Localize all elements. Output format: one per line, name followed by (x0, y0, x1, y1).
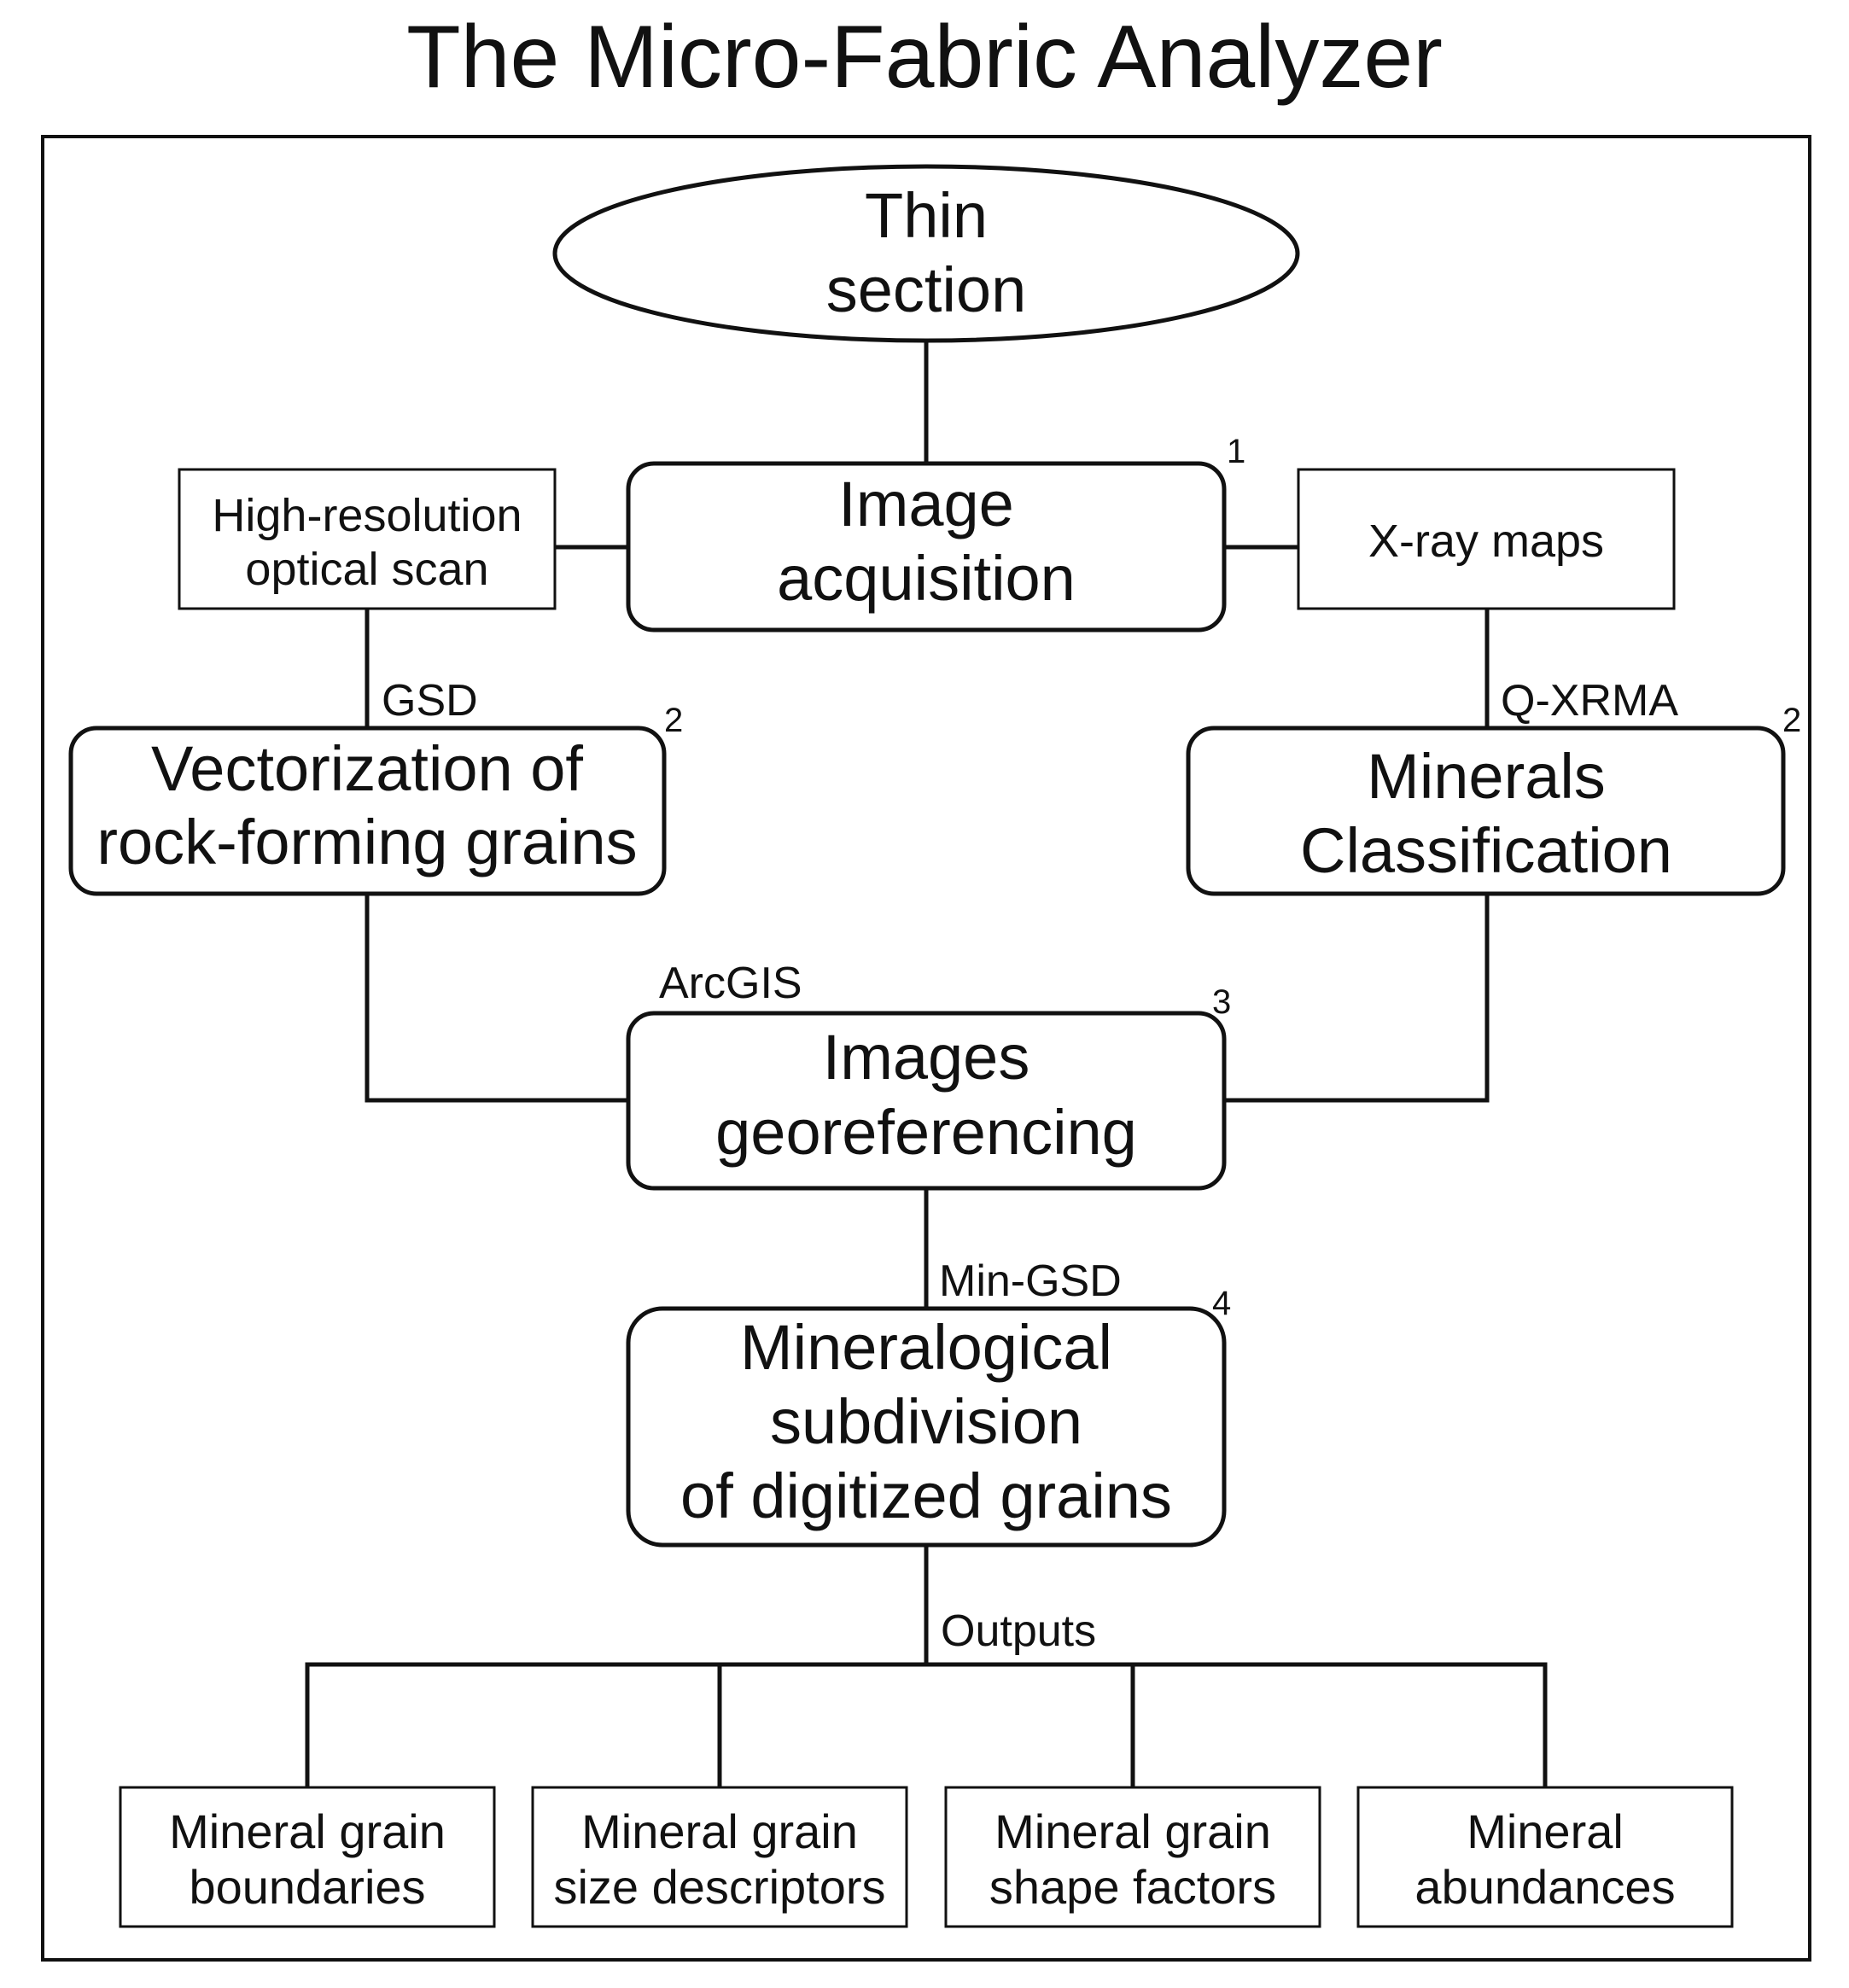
step-number-4: 4 (1212, 1285, 1231, 1322)
step-number-1: 1 (1227, 433, 1245, 470)
node-output-shape-factors-shape (944, 1786, 1321, 1928)
node-output-mineral-abundances-shape (1356, 1786, 1734, 1928)
node-optical-scan-shape (178, 468, 557, 610)
node-minerals-classification-line-2: Classification (1300, 815, 1672, 886)
node-output-size-descriptors: Mineral grain size descriptors (531, 1786, 908, 1928)
connector-vectorization-to-georeferencing (365, 891, 631, 1103)
node-output-shape-factors-line-2: shape factors (989, 1860, 1276, 1914)
node-vectorization: Vectorization of rock-forming grains 2 (68, 702, 683, 896)
connectors (305, 337, 1548, 1790)
connector-classification-to-georeferencing (1222, 891, 1490, 1103)
node-output-mineral-abundances: Mineral abundances (1356, 1786, 1734, 1928)
edge-label-min-gsd: Min-GSD (939, 1256, 1122, 1306)
node-image-acquisition-line-2: acquisition (777, 543, 1076, 614)
node-thin-section: Thin section (552, 164, 1300, 343)
node-output-grain-boundaries-shape (119, 1786, 496, 1928)
node-output-mineral-abundances-line-2: abundances (1414, 1860, 1675, 1914)
diagram-title: The Micro-Fabric Analyzer (406, 8, 1443, 107)
node-xray-maps: X-ray maps (1297, 468, 1676, 610)
node-optical-scan: High-resolution optical scan (178, 468, 557, 610)
node-image-acquisition-line-1: Image (838, 469, 1014, 539)
node-thin-section-line-1: Thin (865, 180, 988, 251)
node-georeferencing-shape (626, 1011, 1227, 1191)
node-xray-maps-line-1: X-ray maps (1368, 516, 1604, 567)
node-mineralogical-subdivision-line-2: subdivision (770, 1386, 1082, 1457)
node-image-acquisition: Image acquisition 1 (626, 433, 1245, 633)
node-optical-scan-line-1: High-resolution (212, 490, 522, 541)
step-number-2-left: 2 (664, 702, 683, 739)
node-mineralogical-subdivision-shape (626, 1306, 1227, 1548)
step-number-3: 3 (1212, 983, 1231, 1021)
node-mineralogical-subdivision-line-3: of digitized grains (680, 1460, 1172, 1531)
edge-label-outputs: Outputs (941, 1606, 1096, 1656)
node-vectorization-line-1: Vectorization of (151, 733, 583, 804)
node-minerals-classification-shape (1186, 726, 1786, 896)
node-thin-section-line-2: section (826, 254, 1026, 325)
node-xray-maps-shape (1297, 468, 1676, 610)
node-thin-section-shape (552, 164, 1300, 343)
node-output-grain-boundaries: Mineral grain boundaries (119, 1786, 496, 1928)
node-output-size-descriptors-line-1: Mineral grain (581, 1804, 858, 1858)
node-georeferencing-line-1: Images (823, 1022, 1030, 1093)
node-vectorization-shape (68, 726, 667, 896)
edge-label-gsd: GSD (382, 676, 478, 726)
node-mineralogical-subdivision-line-1: Mineralogical (740, 1312, 1112, 1383)
node-output-shape-factors-line-1: Mineral grain (994, 1804, 1271, 1858)
node-minerals-classification-line-1: Minerals (1367, 741, 1606, 812)
step-number-2-right: 2 (1782, 702, 1801, 739)
edge-label-arcgis: ArcGIS (659, 959, 802, 1008)
node-mineralogical-subdivision: Mineralogical subdivision of digitized g… (626, 1285, 1231, 1548)
node-georeferencing-line-2: georeferencing (715, 1097, 1137, 1168)
node-minerals-classification: Minerals Classification 2 (1186, 702, 1801, 896)
node-image-acquisition-shape (626, 461, 1227, 633)
node-output-mineral-abundances-line-1: Mineral (1467, 1804, 1624, 1858)
node-output-size-descriptors-line-2: size descriptors (553, 1860, 885, 1914)
node-output-shape-factors: Mineral grain shape factors (944, 1786, 1321, 1928)
node-output-grain-boundaries-line-2: boundaries (189, 1860, 425, 1914)
node-vectorization-line-2: rock-forming grains (96, 807, 637, 877)
node-output-size-descriptors-shape (531, 1786, 908, 1928)
node-georeferencing: Images georeferencing 3 (626, 983, 1231, 1191)
edge-label-qxrma: Q-XRMA (1501, 676, 1678, 726)
node-optical-scan-line-2: optical scan (245, 544, 488, 595)
node-output-grain-boundaries-line-1: Mineral grain (169, 1804, 446, 1858)
diagram-frame (41, 135, 1811, 1962)
